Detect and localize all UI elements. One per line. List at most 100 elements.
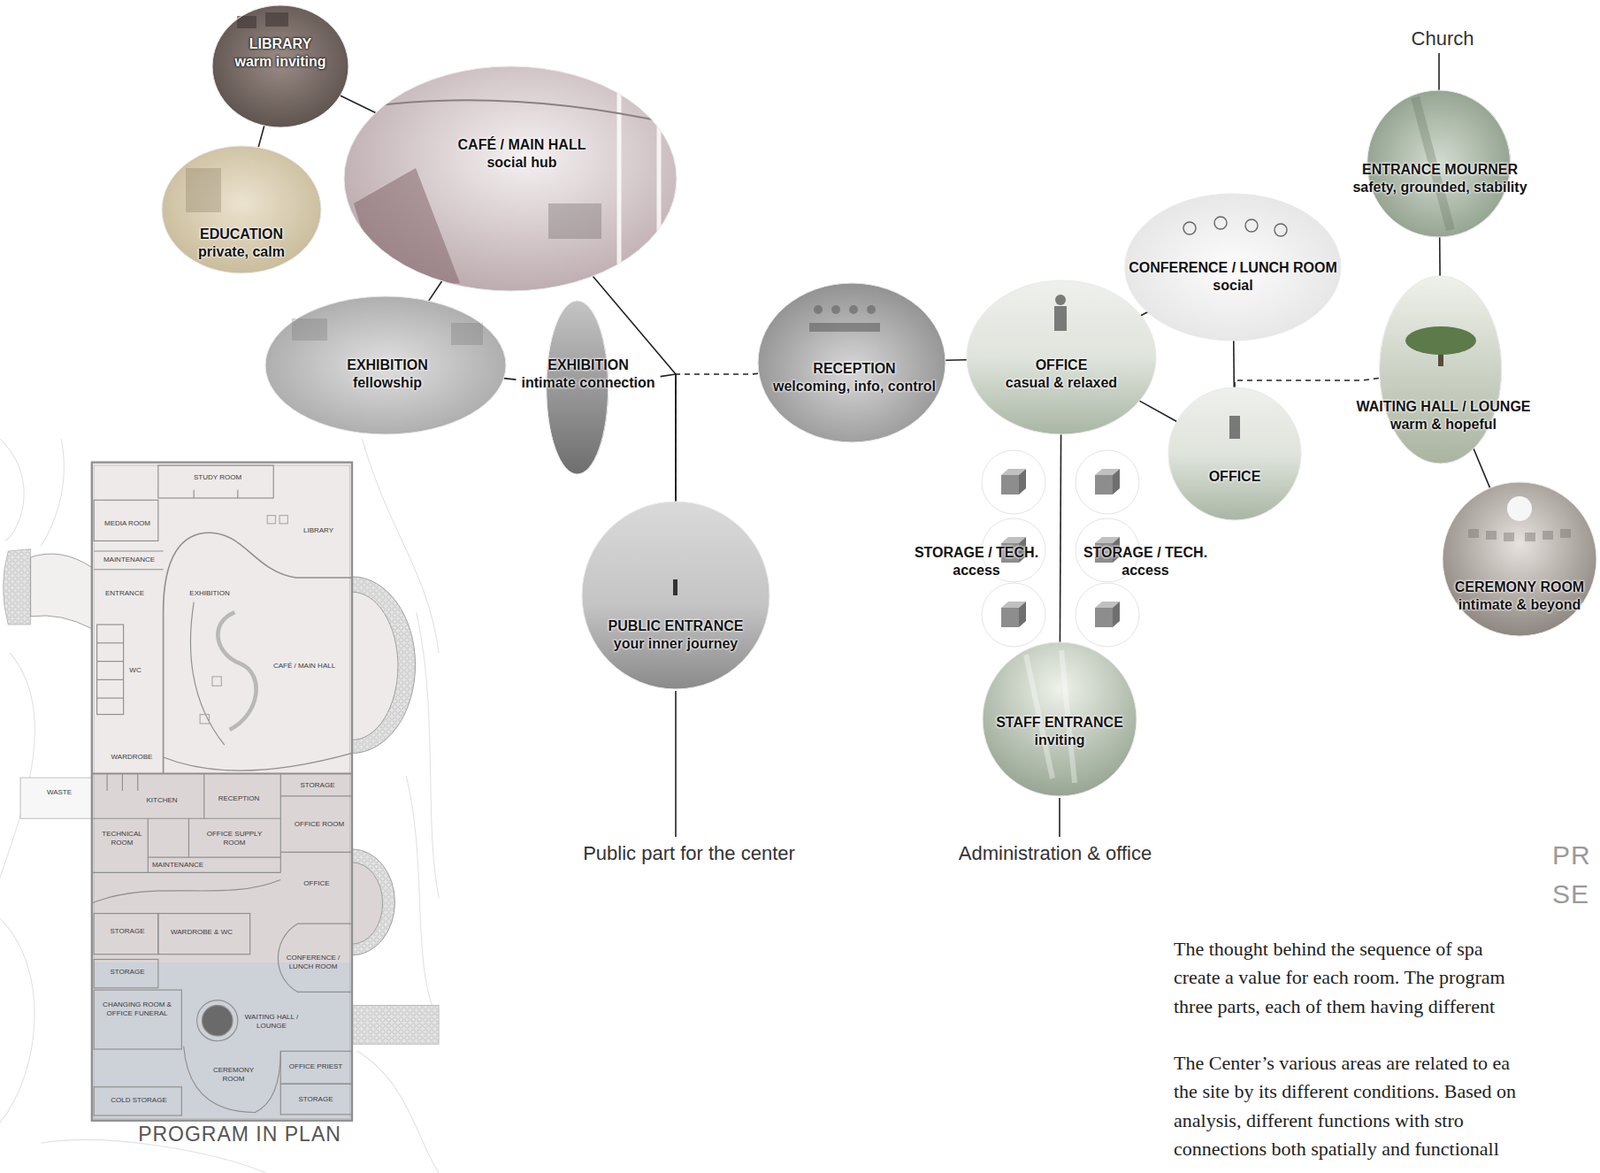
plan-wall [158,465,274,498]
photo-bubble [809,322,881,332]
plan-wall [93,568,163,570]
photo-bubble [866,305,876,314]
room-quality: social hub [458,153,587,172]
label-anchor: WC [129,666,141,675]
room-label: WC [129,666,141,675]
room-quality: welcoming, info, control [773,377,936,396]
leader-line [675,53,1440,837]
text-stack: EXHIBITIONintimate connection [520,356,655,392]
photo-bubble [371,99,673,124]
room-name: STORAGE / TECH. [1083,543,1208,562]
photo-bubble [161,5,1597,797]
room-label: CHANGING ROOM & OFFICE FUNERAL [98,1000,177,1018]
paving [352,1004,439,1044]
program-bubble: ENTRANCE MOURNERsafety, grounded, stabil… [1347,90,1532,238]
storage-cube [1094,607,1113,628]
site-contour [416,612,439,898]
site-contour [0,438,439,1173]
room-name: ENTRANCE MOURNER [1352,160,1527,179]
storage-cube [1094,601,1120,628]
body-text: the site by its different conditions. Ba… [1173,1079,1516,1103]
label-anchor: the site by its different conditions. Ba… [1173,1079,1516,1103]
photo-bubble [657,79,662,292]
photo-bubble [849,305,858,314]
plan-wall [147,857,281,858]
room-name: STORAGE / TECH. [914,543,1039,562]
label-anchor: create a value for each room. The progra… [1173,965,1506,989]
connector-line [1140,312,1149,316]
storage-bubble [1075,582,1140,647]
room-quality: casual & relaxed [1005,374,1118,392]
storage-bubble [981,450,1046,514]
site-contour [357,1050,439,1172]
office-bay [352,862,383,944]
photo-bubble [1183,222,1196,235]
photo-bubble [1229,415,1241,439]
room-quality: warm inviting [234,53,326,71]
photo-bubble [265,12,289,27]
plan-wall [267,515,276,524]
photo-bubble [344,66,677,291]
storage-cube [1094,474,1113,495]
storage-cube [1112,468,1120,495]
program-bubble: LIBRARYwarm inviting [212,5,349,128]
bubble-outline [344,66,677,291]
label-box [1078,540,1213,583]
connector-line [1139,400,1177,422]
room-label: CONFERENCE / LUNCH ROOM [281,953,345,971]
site-contour [0,918,35,1123]
room-quality: intimate & beyond [1454,596,1585,614]
label-anchor: OFFICE SUPPLY ROOM [201,829,268,847]
plan-wall [122,773,123,792]
bubble-outline [1168,387,1302,521]
plan-wall [93,465,351,1118]
bubble-outline [1350,275,1536,464]
photo-bubble [1468,528,1479,538]
room-label: WARDROBE & WC [170,927,233,937]
photo-bubble [813,305,823,314]
photo-bubble [1379,275,1502,464]
connector-line [1439,237,1441,276]
label-anchor: analysis, different functions with stro [1173,1109,1464,1133]
photo-bubble [1468,496,1571,542]
body-text: three parts, each of them having differe… [1173,995,1495,1019]
label-anchor: STUDY ROOM [193,473,242,483]
bubble-rim [757,283,946,443]
photo-bubble [1054,306,1067,331]
funeral-zone [91,962,353,1121]
leader-line [674,690,677,837]
bubble-rim [982,642,1137,797]
plan-wall [163,532,353,774]
room-label: STORAGE [300,780,336,790]
photo-bubble [548,203,602,239]
admin-zone [91,773,353,963]
label-anchor: MAINTENANCE [152,860,204,870]
photo-bubble [1542,530,1554,540]
connector-line [945,359,967,361]
text-stack: OFFICE [1209,467,1262,486]
bubble-rim [344,66,677,291]
room-label: CEREMONY ROOM [208,1065,259,1083]
room-quality: access [914,561,1039,580]
photo-bubble [1560,528,1571,538]
section-label: Administration & office [958,842,1152,866]
plan-wall [280,795,353,797]
floor-plan [0,438,439,1173]
program-bubble: EDUCATIONprivate, calm [161,145,322,274]
text-stack: EDUCATIONprivate, calm [198,225,285,261]
label-anchor: CEREMONY ROOM [208,1065,259,1083]
label-anchor: three parts, each of them having differe… [1173,995,1495,1019]
text-stack: RECEPTIONwelcoming, info, control [773,359,936,396]
label-anchor: CAFÉ / MAIN HALL [273,661,336,671]
bubble-outline [581,501,770,689]
photo-bubble [1168,387,1302,521]
title-fragment: PR [1552,840,1592,871]
leader-line [1058,797,1061,837]
body-text: create a value for each room. The progra… [1173,965,1506,989]
plan-wall [163,752,353,771]
site-contour [0,652,35,878]
connector-line [1473,448,1490,488]
label-box [909,540,1044,583]
label-anchor: SE [1552,879,1590,910]
label-anchor: RECEPTION [218,794,261,804]
